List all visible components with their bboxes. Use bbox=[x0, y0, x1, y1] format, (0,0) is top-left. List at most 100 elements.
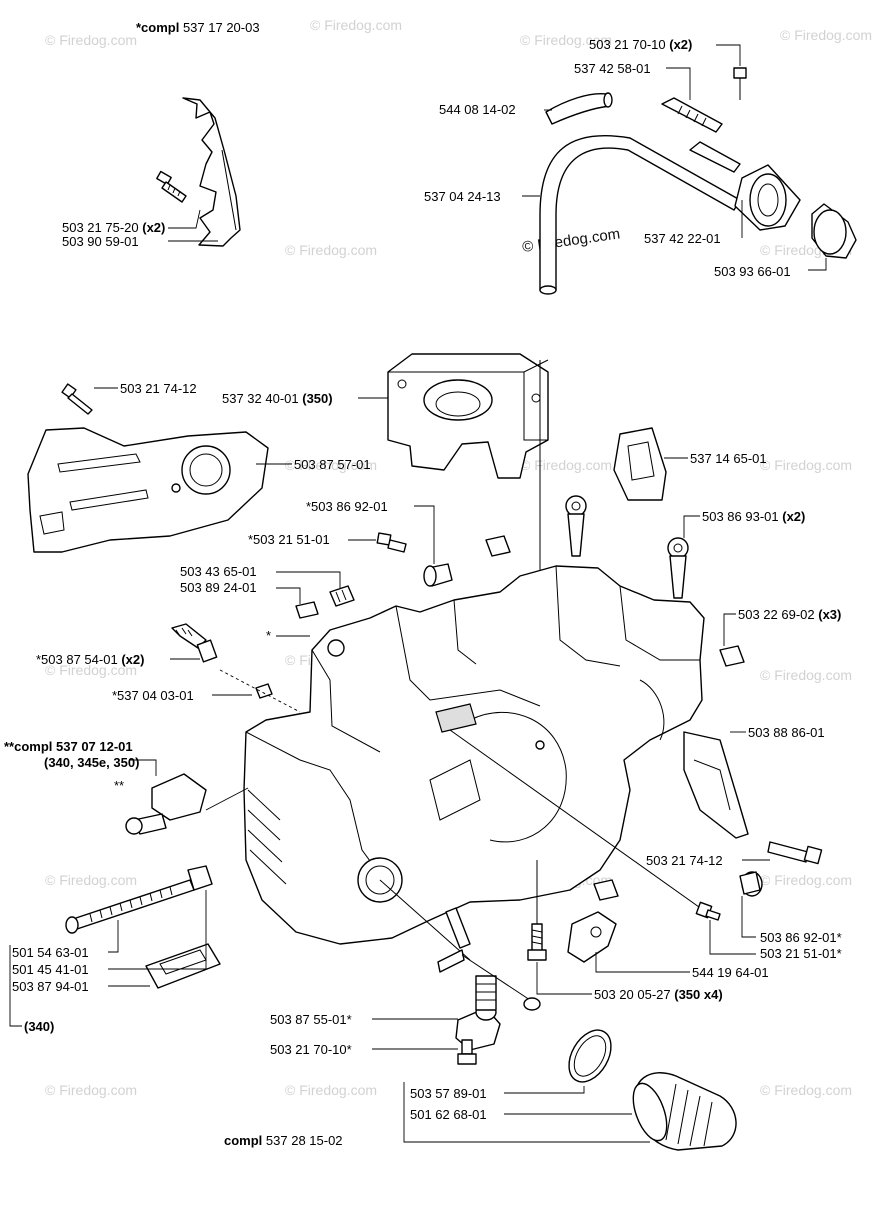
part-qty: (x2) bbox=[142, 220, 165, 235]
part-number-label[interactable]: 544 19 64-01 bbox=[692, 965, 769, 980]
leader-line bbox=[723, 613, 736, 646]
leader-line bbox=[205, 787, 249, 811]
part-number: 501 54 63-01 bbox=[12, 945, 89, 960]
part-number-label[interactable]: 501 62 68-01 bbox=[410, 1107, 487, 1122]
part-number: 503 87 57-01 bbox=[294, 457, 371, 472]
group-label: **compl 537 07 12-01 bbox=[4, 739, 133, 754]
part-number-label[interactable]: * bbox=[266, 628, 271, 643]
part-number: 503 88 86-01 bbox=[748, 725, 825, 740]
part-number: 503 57 89-01 bbox=[410, 1086, 487, 1101]
part-number-label[interactable]: 537 32 40-01 (350) bbox=[222, 391, 333, 406]
part-qty: (x2) bbox=[782, 509, 805, 524]
part-number-label[interactable]: 503 21 70-10 (x2) bbox=[589, 37, 692, 52]
part-number-label[interactable]: 503 90 59-01 bbox=[62, 234, 139, 249]
part-number-label[interactable]: 503 87 55-01* bbox=[270, 1012, 352, 1027]
leader-line bbox=[130, 759, 157, 776]
part-number-label[interactable]: *537 04 03-01 bbox=[112, 688, 194, 703]
part-number: 503 86 93-01 bbox=[702, 509, 779, 524]
leader-line bbox=[108, 890, 207, 970]
part-number-label[interactable]: 503 86 93-01 (x2) bbox=[702, 509, 805, 524]
part-number-label[interactable]: ** bbox=[114, 778, 124, 793]
part-number: 503 87 55-01* bbox=[270, 1012, 352, 1027]
part-number-label[interactable]: 503 21 74-12 bbox=[120, 381, 197, 396]
clip-nut-part bbox=[485, 535, 511, 557]
part-number-label[interactable]: 503 93 66-01 bbox=[714, 264, 791, 279]
watermark-text: © Firedog.com bbox=[285, 457, 377, 473]
part-number-label[interactable]: 503 21 75-20 (x2) bbox=[62, 220, 165, 235]
part-number-label[interactable]: *503 21 51-01 bbox=[248, 532, 330, 547]
part-number: 503 21 51-01* bbox=[760, 946, 842, 961]
part-number-label[interactable]: 503 89 24-01 bbox=[180, 580, 257, 595]
part-number-label[interactable]: 537 04 24-13 bbox=[424, 189, 501, 204]
group-label-text: *compl bbox=[136, 20, 179, 35]
part-number: *503 21 51-01 bbox=[248, 532, 330, 547]
leader-line bbox=[276, 587, 301, 604]
part-number-label[interactable]: 501 54 63-01 bbox=[12, 945, 89, 960]
oil-pump-shaft-part bbox=[437, 907, 541, 1011]
assembly-axis-line bbox=[379, 879, 471, 961]
part-number: * bbox=[266, 628, 271, 643]
part-number-label[interactable]: 503 22 69-02 (x3) bbox=[738, 607, 841, 622]
oil-seal-ring-part bbox=[568, 1029, 612, 1083]
watermark-text: © Firedog.com bbox=[45, 1082, 137, 1098]
part-number-label[interactable]: 503 57 89-01 bbox=[410, 1086, 487, 1101]
part-number-label[interactable]: 503 43 65-01 bbox=[180, 564, 257, 579]
clip-nut-part bbox=[593, 879, 619, 901]
group-label-number: 537 17 20-03 bbox=[179, 20, 259, 35]
part-qty: (x2) bbox=[669, 37, 692, 52]
part-number-label[interactable]: 503 21 74-12 bbox=[646, 853, 723, 868]
leader-line bbox=[276, 571, 341, 588]
part-number-label[interactable]: 503 20 05-27 (350 x4) bbox=[594, 987, 723, 1002]
part-number-label[interactable]: *503 86 92-01 bbox=[306, 499, 388, 514]
part-number-label[interactable]: 503 21 70-10* bbox=[270, 1042, 352, 1057]
watermark-text: © Firedog.com bbox=[520, 457, 612, 473]
group-label-text: **compl 537 07 12-01 bbox=[4, 739, 133, 754]
part-number-label[interactable]: 503 88 86-01 bbox=[748, 725, 825, 740]
part-number: 503 93 66-01 bbox=[714, 264, 791, 279]
tensioner-screw-part bbox=[65, 879, 195, 934]
watermark-text: © Firedog.com bbox=[520, 32, 612, 48]
vent-hose-part bbox=[545, 92, 613, 125]
watermark-text: © Firedog.com bbox=[45, 872, 137, 888]
primer-bulb-part bbox=[811, 203, 857, 259]
part-number-label[interactable]: 544 08 14-02 bbox=[439, 102, 516, 117]
part-number: 503 43 65-01 bbox=[180, 564, 257, 579]
part-qty: (x3) bbox=[818, 607, 841, 622]
group-models-label: (340) bbox=[24, 1019, 54, 1034]
watermark-text: © Firedog.com bbox=[285, 242, 377, 258]
part-number-label[interactable]: 501 45 41-01 bbox=[12, 962, 89, 977]
leader-line bbox=[741, 896, 756, 938]
leader-line bbox=[716, 44, 741, 66]
clip-nut-part bbox=[719, 645, 745, 667]
part-number: *503 86 92-01 bbox=[306, 499, 388, 514]
watermark-text: © Firedog.com bbox=[285, 1082, 377, 1098]
plate-part bbox=[455, 975, 501, 1051]
leader-line bbox=[108, 920, 119, 953]
part-number-label[interactable]: 503 86 92-01* bbox=[760, 930, 842, 945]
leader-line bbox=[666, 67, 691, 100]
part-number: 503 20 05-27 bbox=[594, 987, 671, 1002]
group-label: *compl 537 17 20-03 bbox=[136, 20, 260, 35]
part-number: *537 04 03-01 bbox=[112, 688, 194, 703]
fuel-filter-part bbox=[734, 164, 801, 231]
part-number-label[interactable]: 503 87 57-01 bbox=[294, 457, 371, 472]
handle-bracket-part bbox=[667, 537, 689, 599]
part-number-label[interactable]: 503 21 51-01* bbox=[760, 946, 842, 961]
group-label-text: compl bbox=[224, 1133, 262, 1148]
adjuster-bracket-part bbox=[125, 773, 207, 835]
part-qty: (x2) bbox=[121, 652, 144, 667]
part-number-label[interactable]: 503 87 94-01 bbox=[12, 979, 89, 994]
screw-part bbox=[457, 1039, 477, 1065]
part-number: 537 42 58-01 bbox=[574, 61, 651, 76]
part-number-label[interactable]: 537 42 58-01 bbox=[574, 61, 651, 76]
watermark-text-dark: © Firedog.com bbox=[521, 225, 621, 256]
part-number-label[interactable]: *503 87 54-01 (x2) bbox=[36, 652, 144, 667]
fuel-pipe-part bbox=[661, 97, 741, 173]
watermark-text: © Firedog.com bbox=[760, 457, 852, 473]
part-number: 544 19 64-01 bbox=[692, 965, 769, 980]
vibration-damper-part bbox=[295, 585, 355, 619]
part-number-label[interactable]: 537 42 22-01 bbox=[644, 231, 721, 246]
part-number-label[interactable]: 537 14 65-01 bbox=[690, 451, 767, 466]
